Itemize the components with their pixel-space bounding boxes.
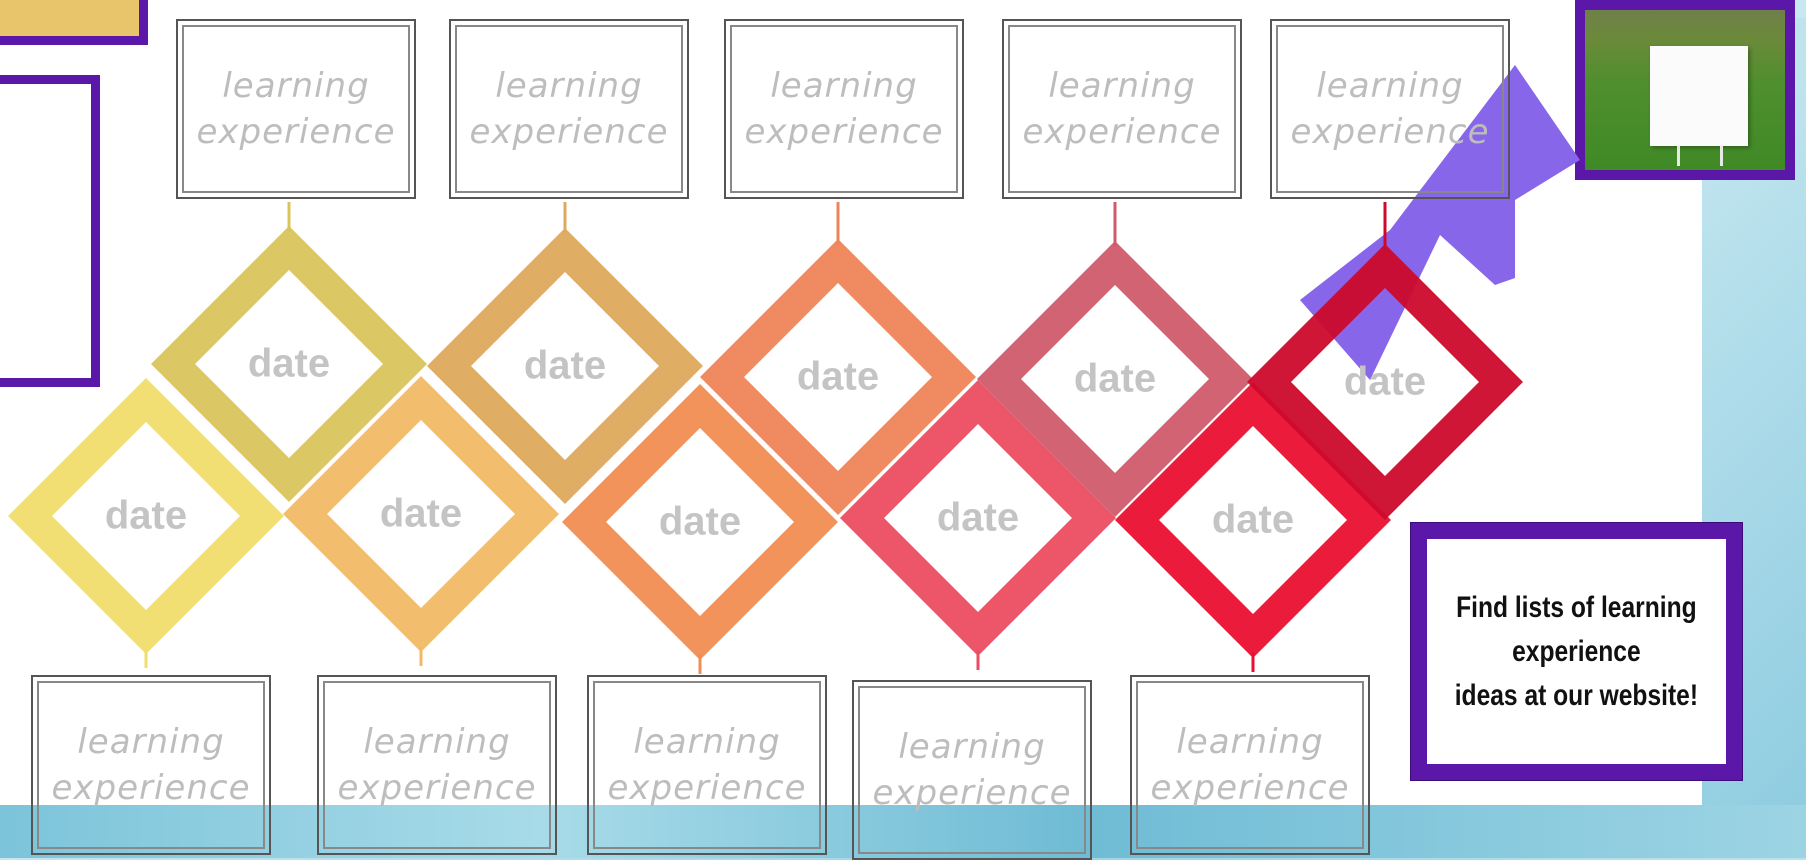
left-top-frame [0,0,148,45]
left-mid-frame [0,75,100,387]
date-diamond-upper-4-label: date [1073,356,1157,401]
date-diamond-lower-4-label: date [936,495,1020,540]
date-diamond-lower-5-label: date [1211,497,1295,542]
date-diamond-upper-5-label: date [1343,359,1427,404]
date-diamond-lower-2 [283,376,559,652]
website-callout: Find lists of learning experience ideas … [1410,522,1743,781]
date-diamond-upper-2 [427,228,703,504]
yard-sign-photo [1575,0,1795,180]
blank-yard-sign [1650,46,1748,146]
date-diamond-upper-5 [1247,244,1523,520]
date-diamond-lower-2-label: date [379,491,463,536]
date-diamond-lower-1-label: date [104,493,188,538]
date-diamond-lower-3-label: date [658,499,742,544]
date-diamond-upper-2-label: date [523,343,607,388]
date-diamond-lower-3 [562,384,838,660]
date-diamond-upper-3-label: date [796,354,880,399]
callout-text: Find lists of learning experience ideas … [1454,590,1699,712]
date-diamond-upper-1-label: date [247,341,331,386]
date-diamond-lower-1 [8,378,284,654]
date-diamond-upper-1 [151,226,427,502]
bottom-teal-strip [0,805,1806,858]
date-diamond-upper-3 [700,239,976,515]
date-diamond-upper-4 [977,241,1253,517]
